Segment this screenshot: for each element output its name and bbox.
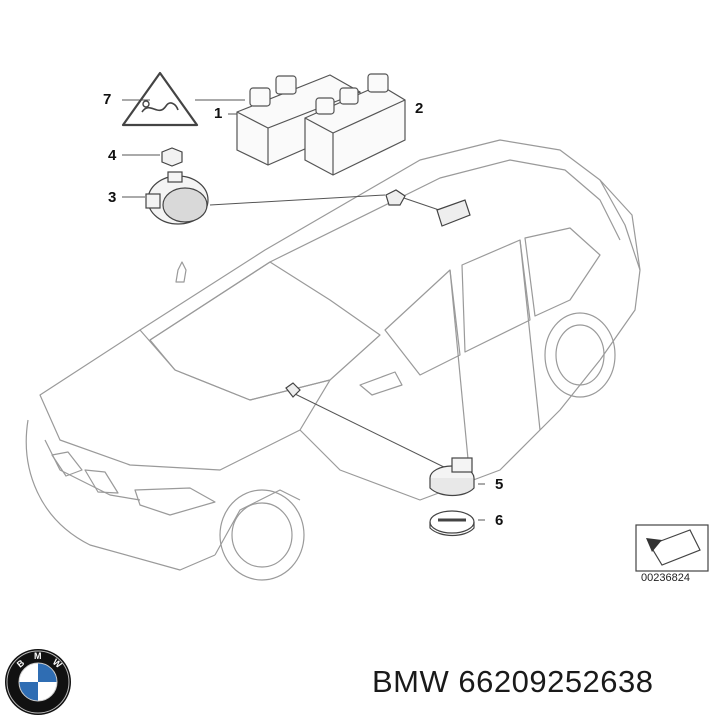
tilt-sensor-part-5 bbox=[429, 457, 475, 497]
warning-triangle-icon bbox=[121, 71, 199, 127]
callout-4: 4 bbox=[108, 147, 117, 164]
callout-3: 3 bbox=[108, 189, 117, 206]
part-number-caption: BMW 66209252638 bbox=[372, 664, 654, 699]
svg-text:M: M bbox=[34, 651, 42, 661]
reference-code: 00236824 bbox=[641, 572, 690, 584]
control-module-2 bbox=[304, 73, 406, 176]
callout-6: 6 bbox=[495, 512, 504, 529]
callout-7: 7 bbox=[103, 91, 112, 108]
svg-text:B: B bbox=[15, 657, 27, 669]
bmw-logo-icon: B M W bbox=[5, 649, 71, 715]
callout-1: 1 bbox=[214, 105, 223, 122]
clip-part-4 bbox=[161, 147, 183, 167]
callout-2: 2 bbox=[415, 100, 424, 117]
bracket-part-6 bbox=[429, 510, 475, 537]
car-outline bbox=[25, 139, 641, 581]
alarm-siren-part-3 bbox=[145, 171, 209, 225]
callout-5: 5 bbox=[495, 476, 504, 493]
reference-symbol bbox=[635, 524, 709, 572]
sensor-small bbox=[285, 189, 471, 398]
